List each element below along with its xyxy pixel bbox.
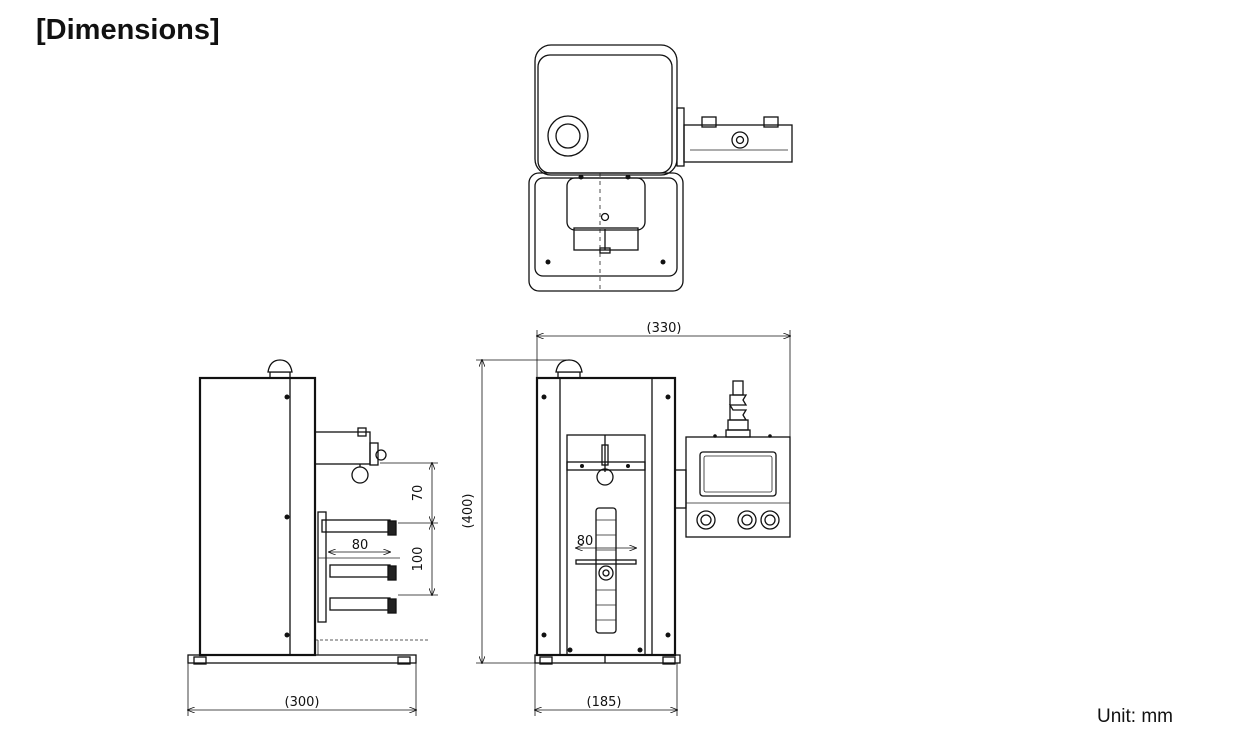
dim-width-330: (330): [647, 321, 682, 336]
dim-front-185: (185): [587, 695, 622, 710]
dim-70: 70: [411, 485, 426, 502]
page-title: [Dimensions]: [36, 14, 220, 46]
dim-80-side: 80: [352, 538, 369, 553]
side-view: 70 100 80 (300): [188, 359, 438, 716]
top-view: [528, 44, 793, 292]
dim-depth-300: (300): [285, 695, 320, 710]
dim-100: 100: [411, 547, 426, 572]
unit-note: Unit: mm: [1097, 706, 1173, 727]
dim-80-front: 80: [577, 534, 594, 549]
dim-height-400: (400): [461, 494, 476, 529]
front-view: 80 (330) (400) (185): [461, 321, 790, 716]
